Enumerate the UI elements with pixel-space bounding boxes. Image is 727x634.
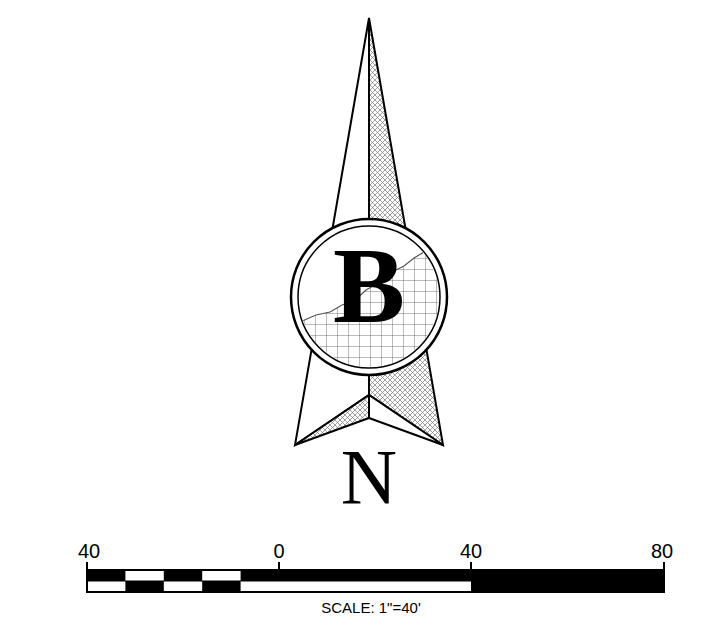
- scale-number: 80: [651, 541, 673, 561]
- scale-number: 40: [78, 541, 100, 561]
- badge-grid: [296, 230, 446, 380]
- scale-caption: SCALE: 1"=40': [321, 600, 421, 615]
- logo-badge: B: [319, 226, 419, 346]
- north-letter: N: [341, 438, 397, 516]
- logo-letter: B: [333, 232, 405, 340]
- scale-bar: [87, 562, 664, 592]
- scale-number: 0: [273, 541, 284, 561]
- scale-number: 40: [460, 541, 482, 561]
